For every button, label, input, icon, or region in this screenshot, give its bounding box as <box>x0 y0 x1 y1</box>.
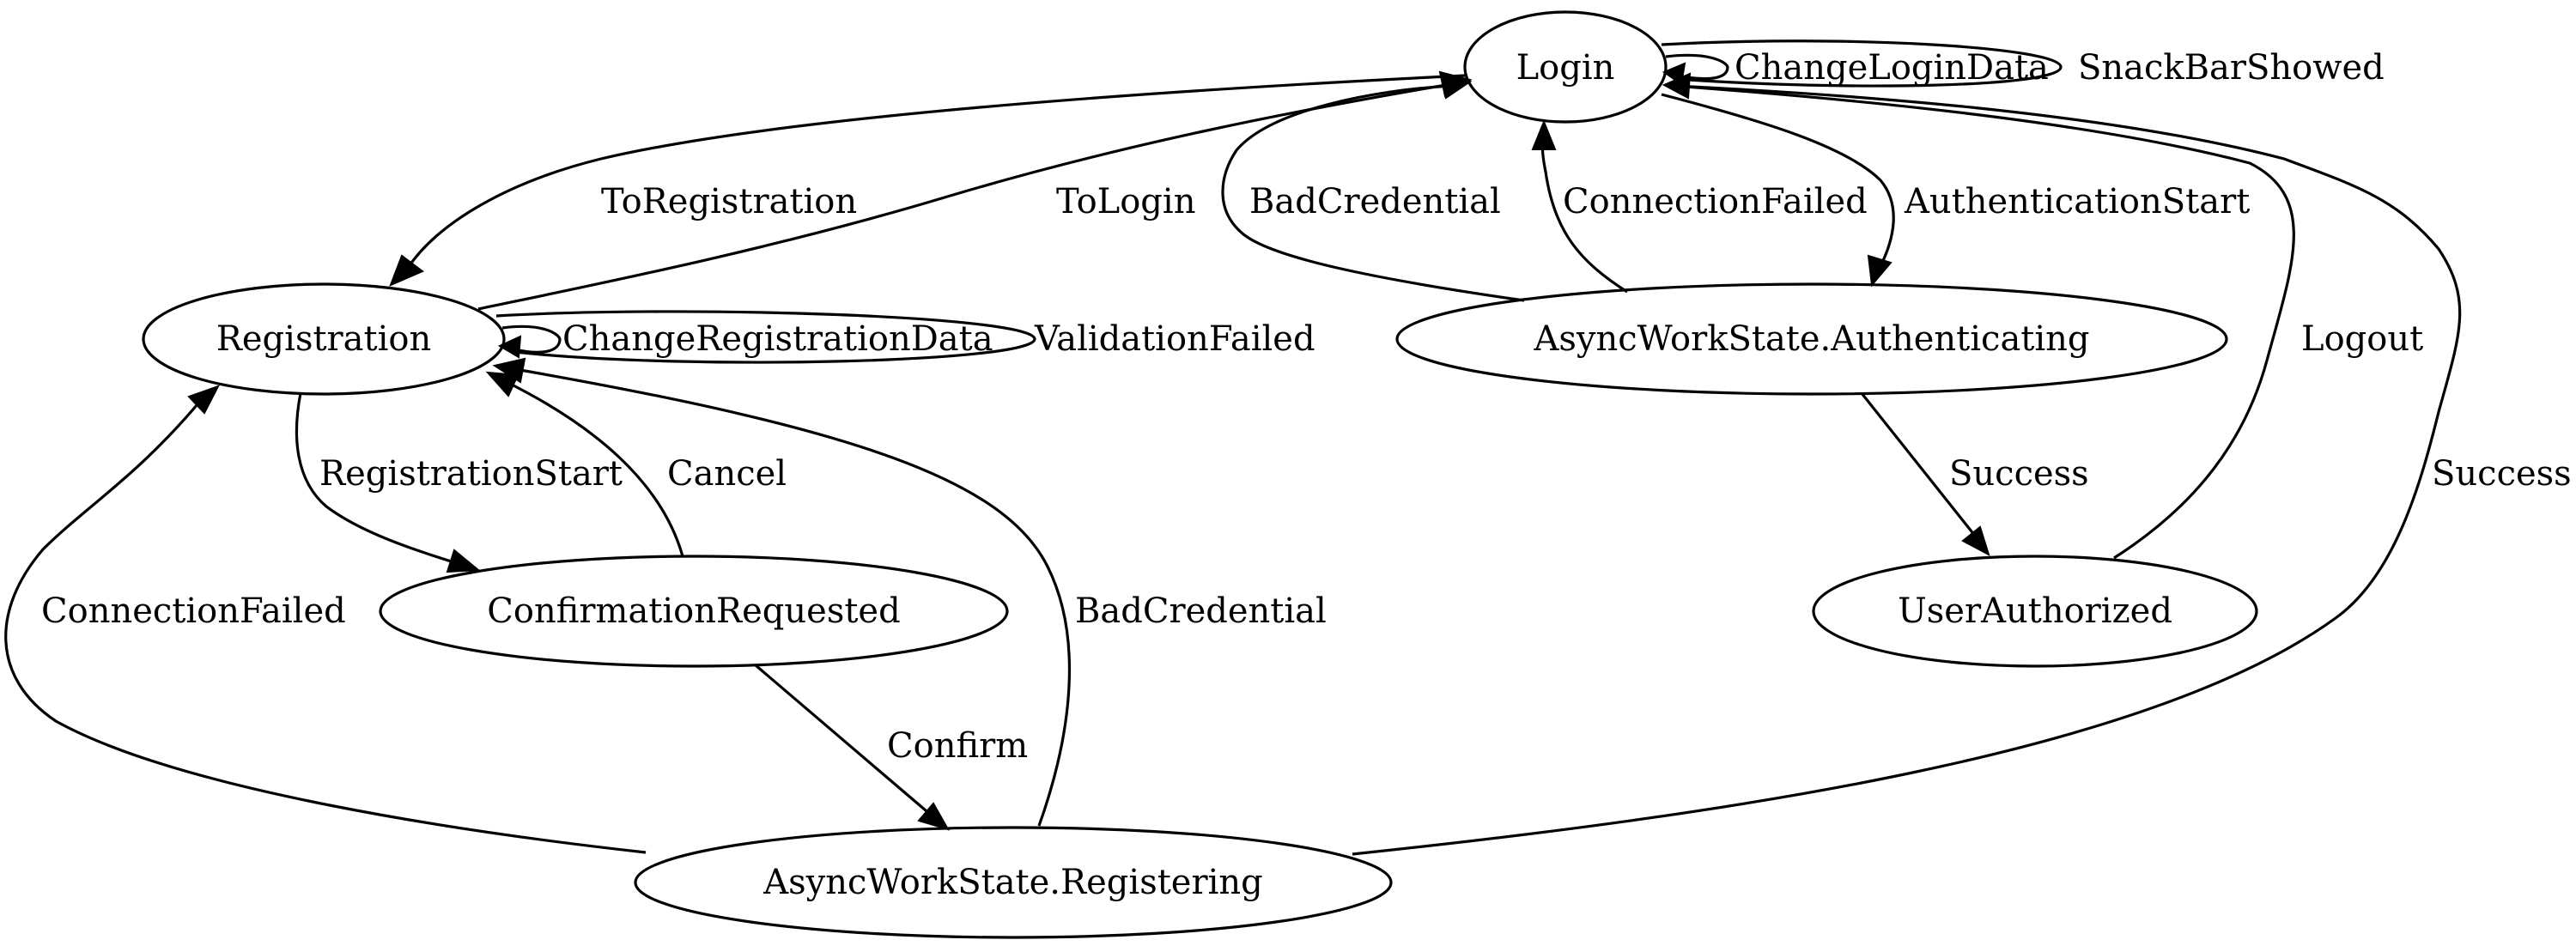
edge-label-registering-connection-failed: ConnectionFailed <box>41 591 346 631</box>
node-confirmation-requested: ConfirmationRequested <box>379 555 1009 668</box>
edge-label-auth-connection-failed: ConnectionFailed <box>1563 182 1868 221</box>
edge-registering-connection-failed: ConnectionFailed <box>4 385 647 854</box>
arrowhead <box>917 802 951 831</box>
edge-label-cancel: Cancel <box>667 454 787 494</box>
edge-label-confirm: Confirm <box>887 726 1028 766</box>
node-user-authorized: UserAuthorized <box>1812 555 2258 668</box>
edge-authenticating-bad-credential: BadCredential <box>1221 72 1525 302</box>
arrowhead <box>187 385 221 415</box>
edge-login-snackbar-showed: SnackBarShowed <box>1661 39 2385 88</box>
node-login: Login <box>1463 10 1668 124</box>
arrowhead <box>1531 119 1557 150</box>
arrowhead <box>485 371 519 397</box>
edge-label-authentication-start: AuthenticationStart <box>1904 182 2250 221</box>
edge-label-snackbar-showed: SnackBarShowed <box>2078 48 2385 88</box>
node-label-user-authorized: UserAuthorized <box>1898 591 2172 631</box>
edge-registration-validation-failed: ValidationFailed <box>495 310 1315 364</box>
node-authenticating: AsyncWorkState.Authenticating <box>1395 282 2228 396</box>
node-label-login: Login <box>1516 48 1615 88</box>
edge-label-logout: Logout <box>2301 319 2423 359</box>
edge-registration-change-registration-data: ChangeRegistrationData <box>497 319 993 359</box>
edge-login-to-registration: ToRegistration <box>389 74 1466 287</box>
arrowhead <box>446 549 481 573</box>
node-registration: Registration <box>142 282 506 396</box>
edge-label-validation-failed: ValidationFailed <box>1034 319 1315 359</box>
edge-label-auth-bad-credential: BadCredential <box>1249 182 1501 221</box>
edge-label-to-registration: ToRegistration <box>601 182 857 221</box>
node-label-confirmation-requested: ConfirmationRequested <box>487 591 900 631</box>
edge-confirmation-cancel: Cancel <box>485 371 787 557</box>
edge-label-change-registration-data: ChangeRegistrationData <box>562 319 993 359</box>
edge-label-registering-bad-credential: BadCredential <box>1075 591 1327 631</box>
edge-login-authentication-start: AuthenticationStart <box>1661 93 2250 288</box>
edge-registering-bad-credential: BadCredential <box>492 357 1327 827</box>
node-label-registering: AsyncWorkState.Registering <box>762 863 1263 902</box>
node-registering: AsyncWorkState.Registering <box>634 826 1393 939</box>
node-label-registration: Registration <box>216 319 431 359</box>
edge-confirmation-confirm: Confirm <box>754 664 1028 831</box>
edge-label-to-login: ToLogin <box>1056 182 1195 221</box>
arrowhead <box>492 357 526 384</box>
edge-registration-to-login: ToLogin <box>477 70 1473 311</box>
edge-authenticating-connection-failed: ConnectionFailed <box>1531 119 1868 294</box>
edge-authenticating-success: Success <box>1860 392 2089 557</box>
edge-registration-start: RegistrationStart <box>295 392 623 573</box>
edge-label-registration-start: RegistrationStart <box>319 454 623 494</box>
arrowhead <box>1439 72 1473 100</box>
edge-label-auth-success: Success <box>1949 454 2089 494</box>
arrowhead <box>389 254 424 287</box>
edge-label-registering-success: Success <box>2432 454 2572 494</box>
edge-registering-success: Success <box>1352 84 2572 856</box>
arrowhead <box>1867 254 1893 288</box>
node-label-authenticating: AsyncWorkState.Authenticating <box>1533 319 2089 359</box>
arrowhead <box>1961 525 1990 557</box>
